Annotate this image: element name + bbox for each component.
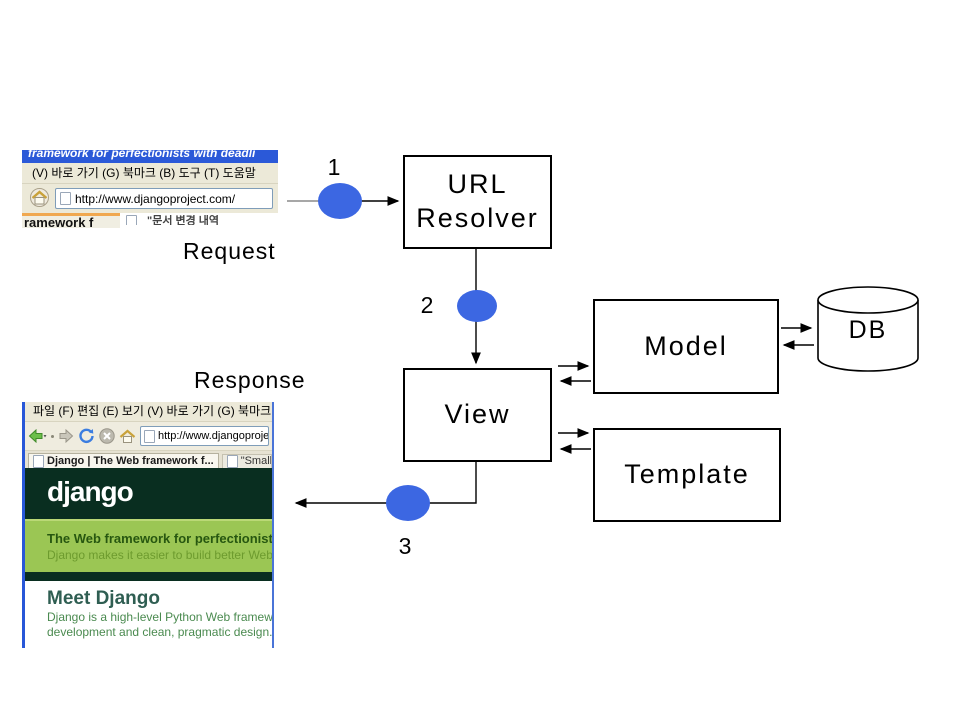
tab1-title: Django | The Web framework f... — [47, 455, 214, 467]
browser-tab-strip: ramework f "문서 변경 내역 — [22, 213, 278, 232]
django-site-header: django — [25, 468, 272, 519]
db-label: DB — [848, 316, 888, 344]
django-site-content: Meet Django Django is a high-level Pytho… — [25, 581, 272, 648]
response-label: Response — [194, 367, 306, 393]
view-label: View — [444, 399, 511, 430]
active-tab-partial: ramework f — [22, 213, 120, 228]
step3-number: 3 — [398, 533, 412, 559]
other-tab-text: "문서 변경 내역 — [147, 215, 220, 225]
page-icon — [144, 429, 155, 443]
model-node: Model — [593, 299, 779, 394]
url-text: http://www.djangoproject.com/ — [75, 191, 236, 206]
django-site-banner: The Web framework for perfectionists wit… — [25, 519, 272, 572]
url-resolver-label-line1: URL — [447, 169, 508, 200]
step2-circle — [457, 290, 497, 322]
forward-icon — [59, 429, 74, 443]
url-resolver-label-line2: Resolver — [416, 203, 539, 233]
tab-django-homepage: Django | The Web framework f... — [28, 453, 219, 468]
view-node: View — [403, 368, 552, 462]
response-browser-screenshot: 파일 (F) 편집 (E) 보기 (V) 바로 가기 (G) 북마크 (B) — [22, 402, 274, 648]
url-input: http://www.djangoproje — [140, 426, 269, 446]
browser-menu-bar: (V) 바로 가기 (G) 북마크 (B) 도구 (T) 도움말 — [22, 163, 278, 184]
tab2-title: "SmallProgram — [240, 455, 272, 467]
stop-icon — [99, 428, 115, 444]
db-cylinder-top — [817, 286, 919, 314]
browser-tab-strip: Django | The Web framework f... "SmallPr… — [25, 451, 272, 468]
tab-page-icon — [126, 215, 137, 225]
template-node: Template — [593, 428, 781, 522]
tab-smallprogram: "SmallProgram — [221, 454, 272, 468]
browser-address-bar: http://www.djangoproject.com/ — [22, 184, 278, 213]
url-input: http://www.djangoproject.com/ — [55, 188, 273, 209]
url-resolver-node: URL Resolver — [403, 155, 552, 249]
django-logo: django — [47, 476, 134, 507]
refresh-icon — [79, 428, 94, 443]
step1-circle — [318, 183, 362, 219]
browser-toolbar: http://www.djangoproje — [25, 422, 272, 451]
browser-title-text: framework for perfectionists with deadli — [28, 150, 256, 160]
step2-number: 2 — [420, 292, 434, 318]
body-line1: Django is a high-level Python Web framew… — [47, 610, 272, 624]
tab-page-icon — [226, 455, 238, 468]
step1-number: 1 — [327, 154, 341, 180]
response-arrow — [294, 458, 477, 508]
home-icon — [119, 429, 136, 443]
tab-page-icon — [33, 454, 44, 468]
banner-subline: Django makes it easier to build better W… — [47, 548, 272, 562]
url-text: http://www.djangoproje — [158, 430, 269, 442]
back-icon — [28, 429, 47, 443]
banner-headline: The Web framework for perfectionists wit… — [47, 531, 272, 546]
request-browser-screenshot: framework for perfectionists with deadli… — [22, 150, 278, 232]
section-heading: Meet Django — [47, 588, 160, 609]
home-icon — [30, 188, 49, 207]
model-label: Model — [644, 330, 728, 361]
request-label: Request — [183, 238, 276, 264]
page-icon — [60, 192, 71, 205]
browser-title-bar: framework for perfectionists with deadli — [22, 150, 278, 163]
step3-circle — [386, 485, 430, 521]
toolbar-separator-dot — [51, 434, 54, 438]
template-label: Template — [624, 459, 750, 490]
browser-menu-bar: 파일 (F) 편집 (E) 보기 (V) 바로 가기 (G) 북마크 (B) — [25, 402, 272, 422]
django-site-divider — [25, 572, 272, 581]
other-tabs-partial: "문서 변경 내역 — [126, 215, 278, 225]
body-line2: development and clean, pragmatic design. — [47, 625, 272, 639]
